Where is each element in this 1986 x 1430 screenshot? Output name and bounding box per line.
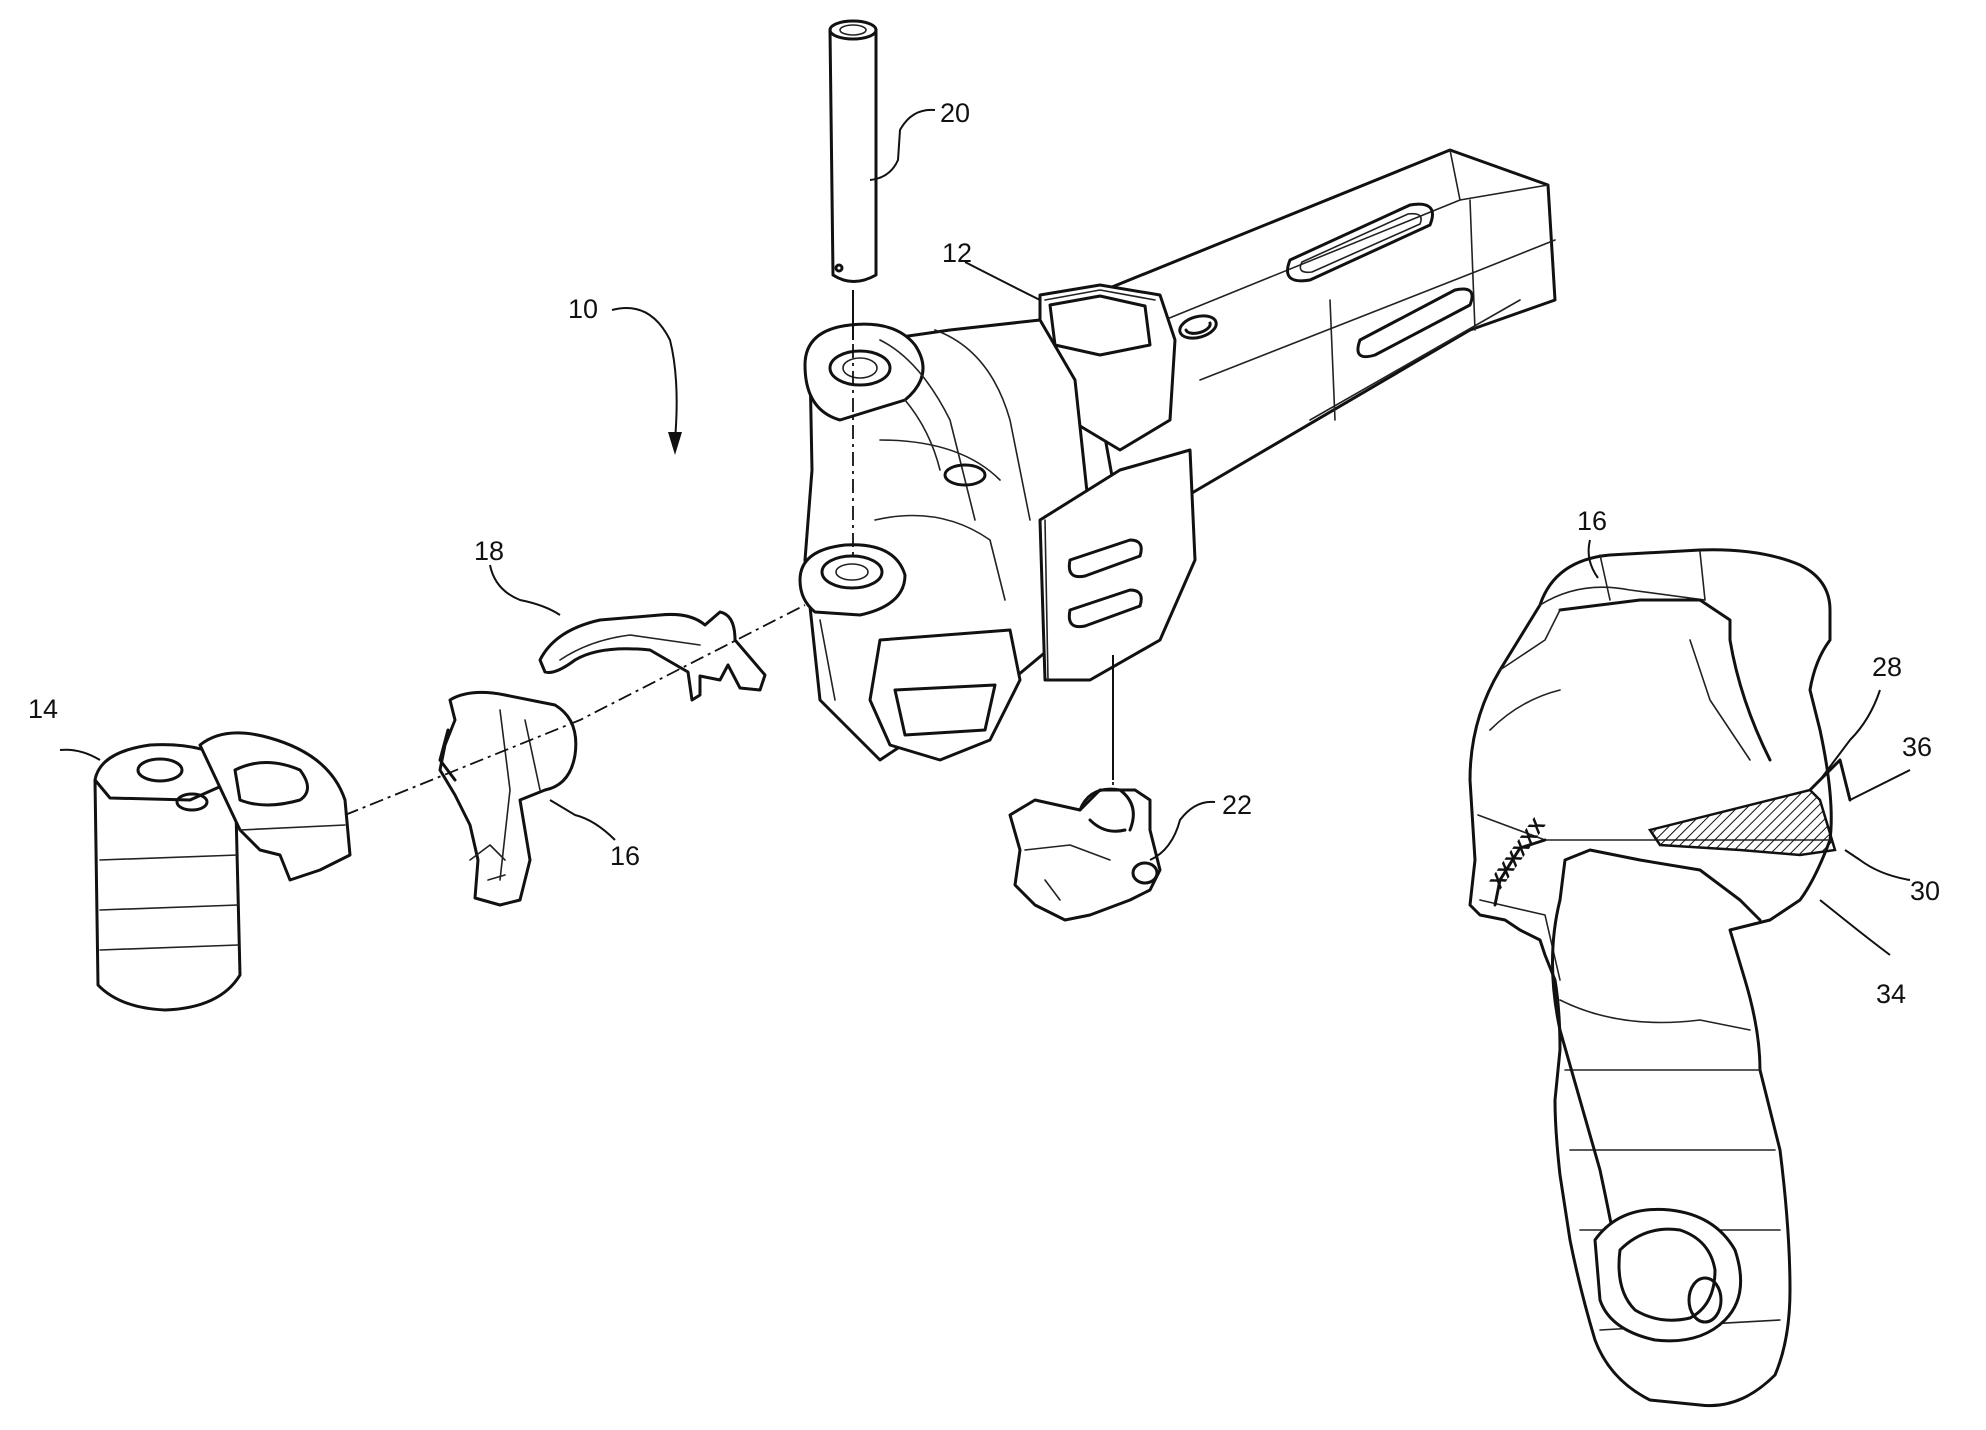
label-16: 16 [610, 841, 640, 871]
thrower-22 [1008, 655, 1162, 922]
label-18: 18 [474, 536, 504, 566]
leader-lines [59, 108, 1911, 956]
label-28: 28 [1872, 652, 1902, 682]
label-34: 34 [1876, 979, 1906, 1009]
label-14: 14 [28, 694, 58, 724]
label-12: 12 [942, 238, 972, 268]
lock-16-detail: XXXXXX [1468, 548, 1852, 1408]
lock-16 [438, 690, 578, 907]
label-10: 10 [568, 294, 598, 324]
assembly-axis [344, 604, 806, 816]
coupler-body-12 [798, 148, 1557, 762]
label-36: 36 [1902, 732, 1932, 762]
pin-20 [828, 19, 878, 560]
lock-lifter-18 [538, 610, 767, 702]
label-20: 20 [940, 98, 970, 128]
label-16-detail: 16 [1577, 506, 1607, 536]
label-30: 30 [1910, 876, 1940, 906]
knuckle-14 [93, 731, 352, 1012]
arrow-head-icon [668, 432, 682, 455]
label-22: 22 [1222, 790, 1252, 820]
